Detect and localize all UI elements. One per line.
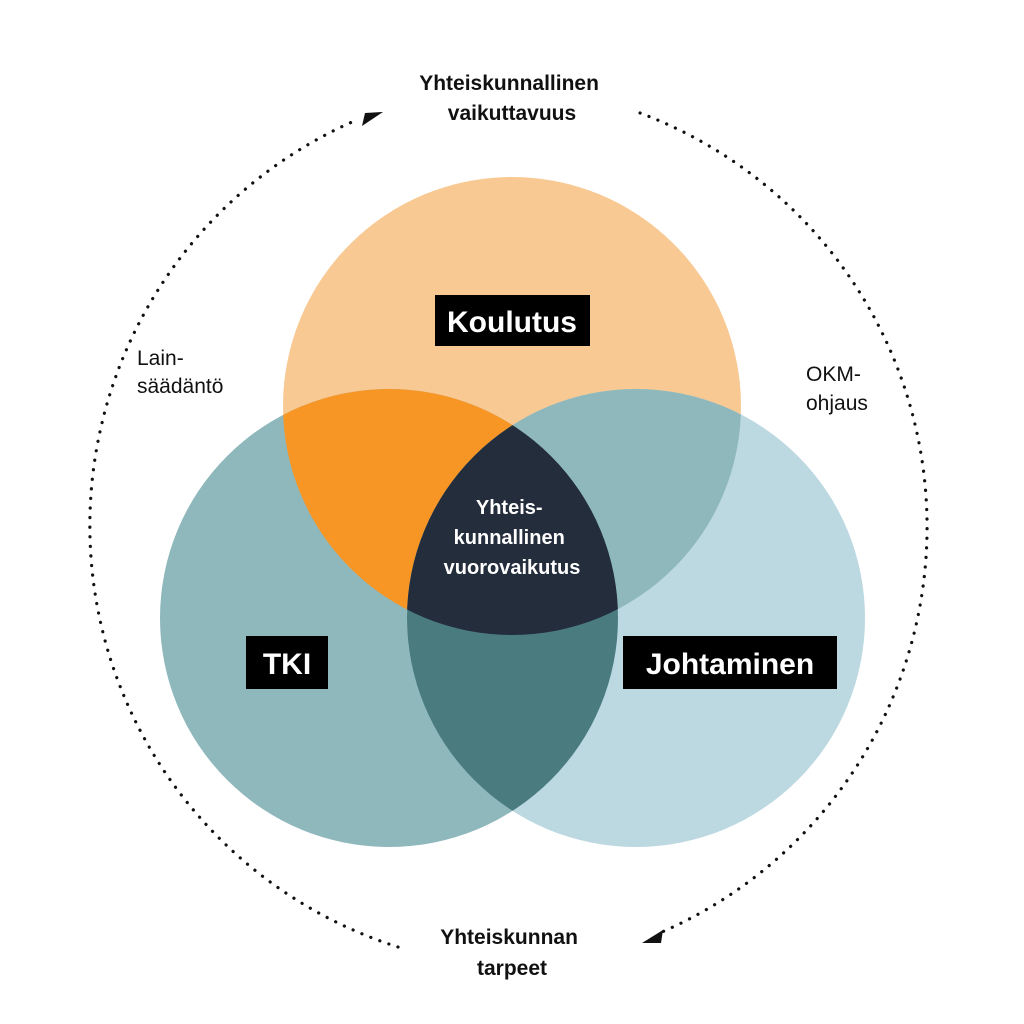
bottom-label: Yhteiskunnan tarpeet xyxy=(440,926,584,980)
dotted-arc-right xyxy=(638,111,929,934)
arrow-head-bottom-right xyxy=(642,930,663,943)
koulutus-label: Koulutus xyxy=(447,306,577,339)
overlap-center xyxy=(407,389,618,635)
tki-label-box xyxy=(246,636,328,689)
tki-label: TKI xyxy=(263,648,311,681)
johtaminen-label: Johtaminen xyxy=(646,648,814,681)
top-label: Yhteiskunnallinen vaikuttavuus xyxy=(419,72,605,125)
arrow-head-top-left xyxy=(362,112,383,126)
center-label: Yhteis- kunnallinen vuorovaikutus xyxy=(444,497,581,579)
koulutus-label-box xyxy=(435,295,590,346)
right-side-label: OKM- ohjaus xyxy=(806,363,868,415)
johtaminen-label-box xyxy=(623,636,837,689)
dotted-arc-left xyxy=(88,120,400,949)
left-side-label: Lain- säädäntö xyxy=(137,347,223,398)
